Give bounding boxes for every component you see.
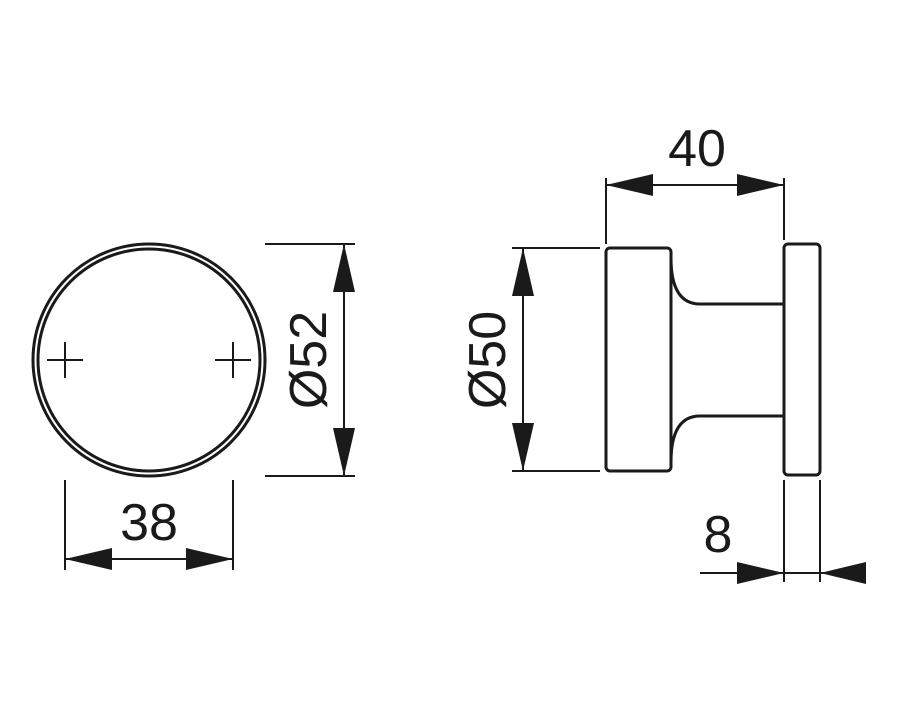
- outer-knob-circle: [31, 242, 267, 478]
- neck-top-edge: [669, 257, 784, 306]
- head-diameter-dimension: Ø50: [459, 247, 600, 472]
- right-screw-mark-icon: [215, 342, 251, 378]
- left-screw-mark-icon: [47, 342, 83, 378]
- arrowhead-right-icon: [186, 548, 233, 570]
- arrowhead-left-icon: [65, 548, 112, 570]
- arrowhead-right-icon: [737, 174, 784, 196]
- width-dimension: 38: [64, 480, 234, 570]
- neck-bottom-edge: [669, 414, 784, 463]
- arrowhead-right-icon: [737, 562, 784, 584]
- width-label: 38: [120, 494, 178, 552]
- arrowhead-left-icon: [820, 562, 866, 584]
- rose-plate: [782, 242, 822, 477]
- length-dimension: 40: [605, 120, 785, 244]
- knob-head: [604, 246, 673, 473]
- outer-diameter-label: Ø52: [280, 311, 338, 409]
- arrowhead-top-icon: [512, 248, 534, 296]
- rose-thickness-dimension: 8: [700, 480, 866, 584]
- inner-knob-circle: [36, 247, 262, 473]
- arrowhead-left-icon: [606, 174, 653, 196]
- side-view: 40 Ø50 8: [459, 120, 866, 584]
- arrowhead-bottom-icon: [333, 428, 355, 476]
- rose-thickness-label: 8: [704, 506, 733, 564]
- head-diameter-label: Ø50: [459, 311, 517, 409]
- length-label: 40: [668, 120, 726, 178]
- front-view: 38 Ø52: [31, 242, 355, 570]
- arrowhead-top-icon: [333, 244, 355, 292]
- arrowhead-bottom-icon: [512, 423, 534, 471]
- outer-diameter-dimension: Ø52: [265, 243, 355, 477]
